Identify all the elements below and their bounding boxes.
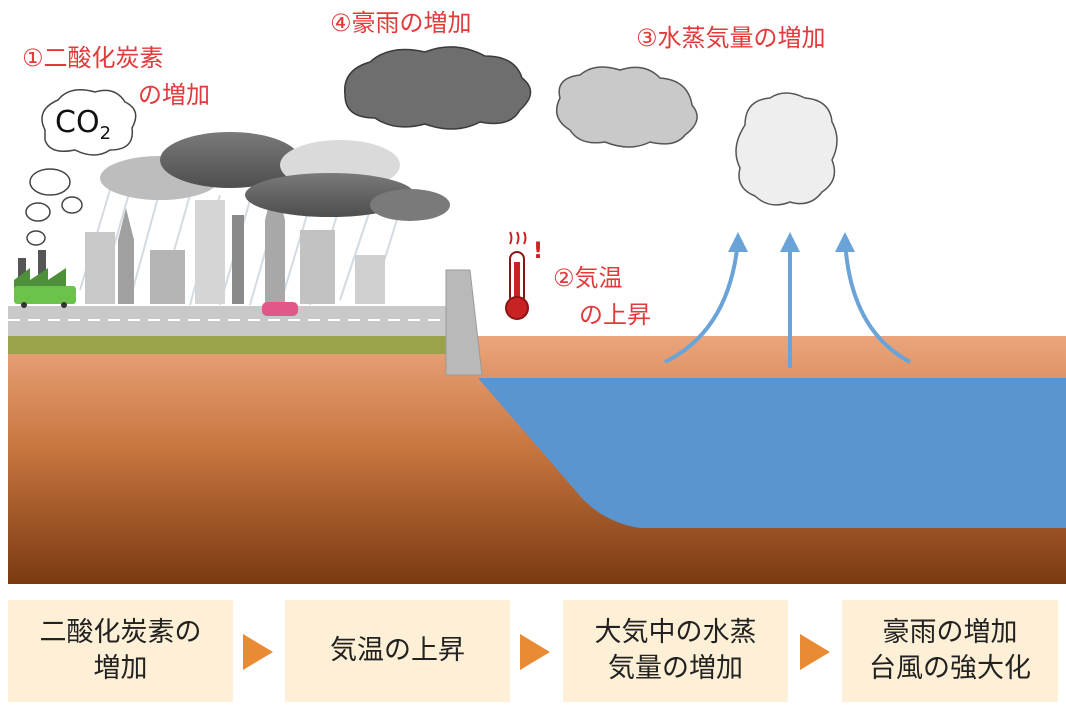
co2-cloud — [41, 89, 137, 156]
label-co2-line1: ①二酸化炭素 — [22, 44, 164, 72]
flow-step-1: 二酸化炭素の 増加 — [8, 600, 233, 702]
flow-step-3-line1: 大気中の水蒸 — [594, 616, 757, 648]
label-temp-rise: ②気温 の上昇 — [553, 260, 651, 334]
rising-cloud — [735, 92, 838, 206]
flow-step-2: 気温の上昇 — [285, 600, 510, 702]
flow-step-4-line2: 台風の強大化 — [869, 653, 1031, 684]
flow-step-1-line1: 二酸化炭素の — [39, 616, 202, 648]
evaporation-arrows — [664, 239, 911, 368]
scene-illustration: ! — [8, 46, 1066, 584]
flow-arrow-2 — [520, 634, 550, 670]
label-co2-line2: の増加 — [138, 81, 210, 109]
label-temp-line2: の上昇 — [579, 301, 651, 330]
flow-step-1-line2: 増加 — [93, 653, 148, 684]
city-buildings — [85, 180, 385, 304]
label-temp-line1: ②気温 — [553, 264, 623, 292]
label-heavy-rain: ④豪雨の増加 — [330, 9, 472, 37]
co2-text-sub: 2 — [99, 123, 112, 144]
grass-strip — [8, 334, 448, 354]
car — [262, 302, 298, 316]
flow-step-3: 大気中の水蒸 気量の増加 — [563, 600, 788, 702]
flow-step-3-line2: 気量の増加 — [608, 653, 743, 684]
svg-text:!: ! — [533, 239, 543, 264]
flow-arrow-3 — [800, 634, 830, 670]
thermometer-icon: ! — [505, 231, 543, 320]
heavy-rain-cloud — [343, 46, 532, 130]
co2-text: CO2 — [55, 105, 111, 144]
flow-step-2-line1: 気温の上昇 — [330, 634, 465, 666]
water-vapor-cloud — [555, 66, 698, 148]
sea-wall — [445, 269, 483, 376]
label-water-vapor: ③水蒸気量の増加 — [636, 24, 826, 52]
smoke-puffs — [25, 168, 83, 246]
co2-text-main: CO — [55, 105, 100, 140]
storm-clouds — [100, 132, 450, 221]
flow-arrow-1 — [243, 634, 273, 670]
label-co2-increase-2: の増加 — [138, 81, 210, 110]
label-co2-increase: ①二酸化炭素 — [22, 44, 164, 73]
flow-step-4: 豪雨の増加 台風の強大化 — [842, 600, 1058, 702]
flow-step-4-line1: 豪雨の増加 — [882, 616, 1018, 648]
bus — [14, 286, 76, 304]
sea — [478, 378, 1066, 528]
